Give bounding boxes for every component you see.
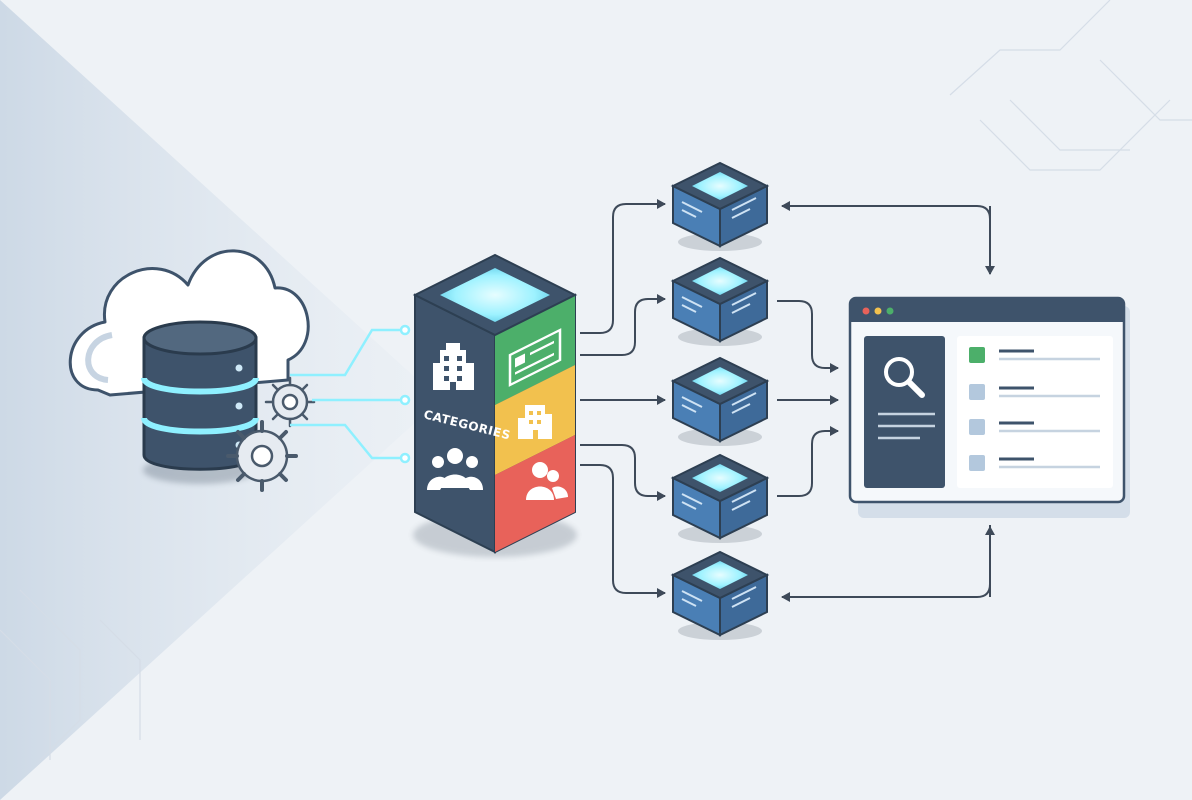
connector-node-4-window [777, 426, 839, 497]
gear-icon [226, 376, 316, 492]
connector-node-5 [580, 464, 666, 598]
glow-connectors [290, 324, 411, 464]
server-node [670, 356, 770, 446]
results-panel [957, 336, 1113, 488]
people-icon [526, 462, 568, 500]
categories-hub: CATEGORIES [412, 253, 578, 557]
hub-to-node-connectors [580, 199, 666, 598]
building-icon [433, 343, 474, 390]
list-item [969, 455, 1100, 471]
document-icon [508, 328, 562, 387]
node-to-window-connectors [777, 201, 995, 602]
hub-top-glow [440, 268, 550, 322]
node-list [670, 161, 770, 640]
server-node [670, 161, 770, 251]
search-icon [884, 357, 925, 398]
people-icon [427, 448, 483, 490]
results-list [969, 347, 1100, 471]
server-node [670, 550, 770, 640]
connector-node-4 [580, 444, 666, 501]
building-icon [518, 405, 552, 439]
background-circuit-lines [0, 0, 1192, 761]
list-item [969, 419, 1100, 435]
database-icon [141, 320, 259, 484]
list-item [969, 347, 1100, 363]
connector-node-2 [580, 294, 666, 356]
connector-node-1 [580, 199, 666, 334]
server-node [670, 453, 770, 543]
connector-node-2-window [777, 300, 839, 373]
browser-window-icon [848, 296, 1130, 518]
hub-green-segment [495, 295, 575, 405]
server-node [670, 256, 770, 346]
list-item [969, 384, 1100, 400]
